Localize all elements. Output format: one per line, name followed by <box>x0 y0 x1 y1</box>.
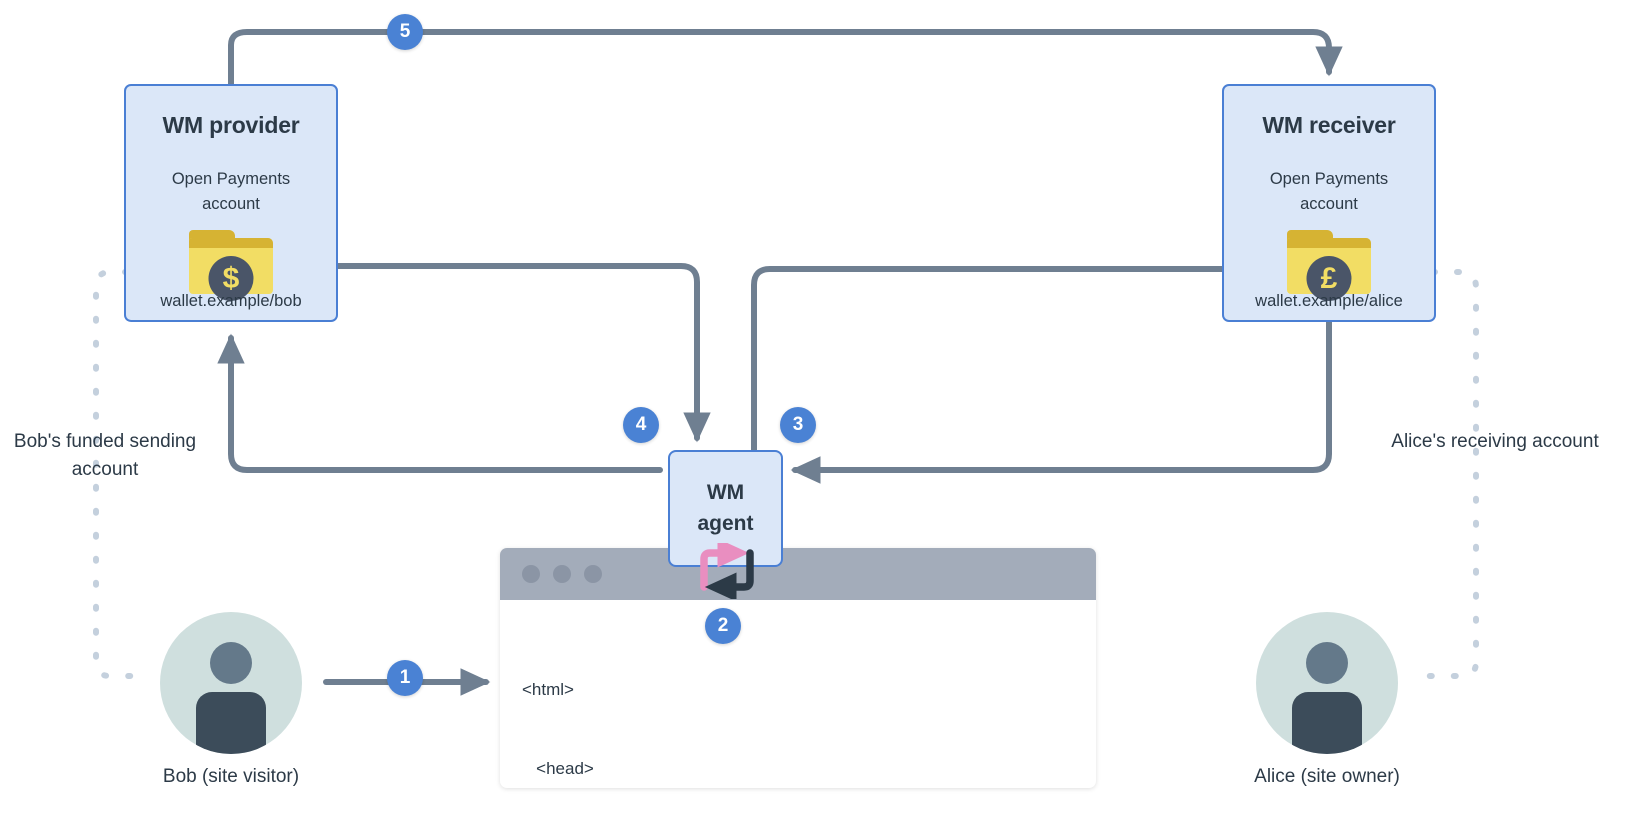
step-badge-2[interactable]: 2 <box>705 608 741 644</box>
wm-provider-title: WM provider <box>162 112 300 138</box>
browser-dot-icon[interactable] <box>584 565 602 583</box>
avatar-torso-icon <box>196 692 266 754</box>
browser-dot-icon[interactable] <box>553 565 571 583</box>
folder-icon: $ <box>189 230 273 301</box>
bracket-alice-account <box>1406 269 1479 679</box>
wm-provider-url: wallet.example/bob <box>160 292 302 310</box>
html-source-code: <html> <head> <link rel="monetization" h… <box>500 600 1096 788</box>
browser-window[interactable]: <html> <head> <link rel="monetization" h… <box>500 548 1096 788</box>
alice-account-caption: Alice's receiving account <box>1391 431 1599 452</box>
pound-coin-icon: £ <box>1306 256 1352 301</box>
wm-receiver-subtitle-line1: Open Payments <box>1269 170 1389 188</box>
avatar <box>1256 612 1398 754</box>
wm-receiver-subtitle-line2: account <box>1300 194 1358 213</box>
wm-provider-subtitle-line1: Open Payments <box>171 170 291 188</box>
wm-receiver-subtitle: Open Payments account <box>1224 167 1434 217</box>
bob-label: Bob (site visitor) <box>162 766 300 787</box>
wm-receiver-url: wallet.example/alice <box>1255 292 1403 310</box>
code-line: <head> <box>522 758 594 778</box>
step-badge-3[interactable]: 3 <box>780 407 816 443</box>
browser-titlebar <box>500 548 1096 600</box>
code-line: <html> <box>522 679 574 699</box>
bob-person: Bob (site visitor) <box>158 612 304 788</box>
alice-label: Alice (site owner) <box>1254 766 1400 787</box>
wm-agent-title-line1: WM <box>706 481 745 505</box>
browser-dot-icon[interactable] <box>522 565 540 583</box>
connector-step-3-left <box>790 319 1332 484</box>
alice-person: Alice (site owner) <box>1254 612 1400 788</box>
dollar-coin-icon: $ <box>208 256 254 301</box>
wm-provider-subtitle-line2: account <box>202 194 260 213</box>
monetization-loop-icon <box>700 543 754 599</box>
step-badge-5[interactable]: 5 <box>387 14 423 50</box>
wm-receiver-title: WM receiver <box>1262 112 1396 138</box>
wm-agent-title-line2: agent <box>697 511 754 535</box>
wm-provider-subtitle: Open Payments account <box>126 167 336 217</box>
bob-account-caption: Bob's funded sending account <box>13 431 197 480</box>
wm-receiver-box[interactable]: WM receiver Open Payments account £ wall… <box>1222 84 1436 322</box>
avatar-torso-icon <box>1292 692 1362 754</box>
step-badge-4[interactable]: 4 <box>623 407 659 443</box>
avatar-head-icon <box>1306 642 1348 684</box>
wm-provider-box[interactable]: WM provider Open Payments account $ wall… <box>124 84 338 322</box>
folder-lip-icon <box>1287 238 1371 248</box>
folder-lip-icon <box>189 238 273 248</box>
folder-icon: £ <box>1287 230 1371 301</box>
connector-step-3-right <box>751 255 1257 453</box>
avatar-head-icon <box>210 642 252 684</box>
connector-step-4-up <box>217 333 663 473</box>
step-badge-1[interactable]: 1 <box>387 660 423 696</box>
avatar <box>160 612 302 754</box>
